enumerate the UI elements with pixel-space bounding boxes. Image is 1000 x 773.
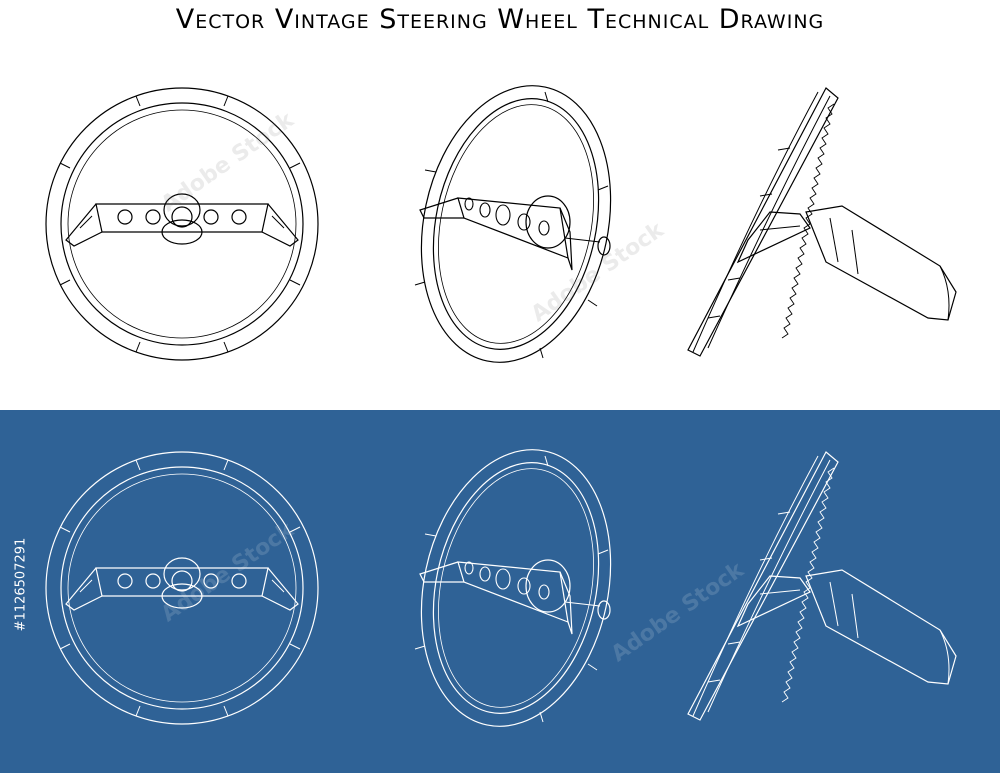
light-drawings — [46, 68, 956, 380]
blueprint-drawings — [46, 432, 956, 744]
title-bar: Vector Vintage Steering Wheel Technical … — [0, 0, 1000, 47]
stock-id-label: #1126507291 — [13, 537, 29, 632]
page-title: Vector Vintage Steering Wheel Technical … — [175, 4, 825, 35]
